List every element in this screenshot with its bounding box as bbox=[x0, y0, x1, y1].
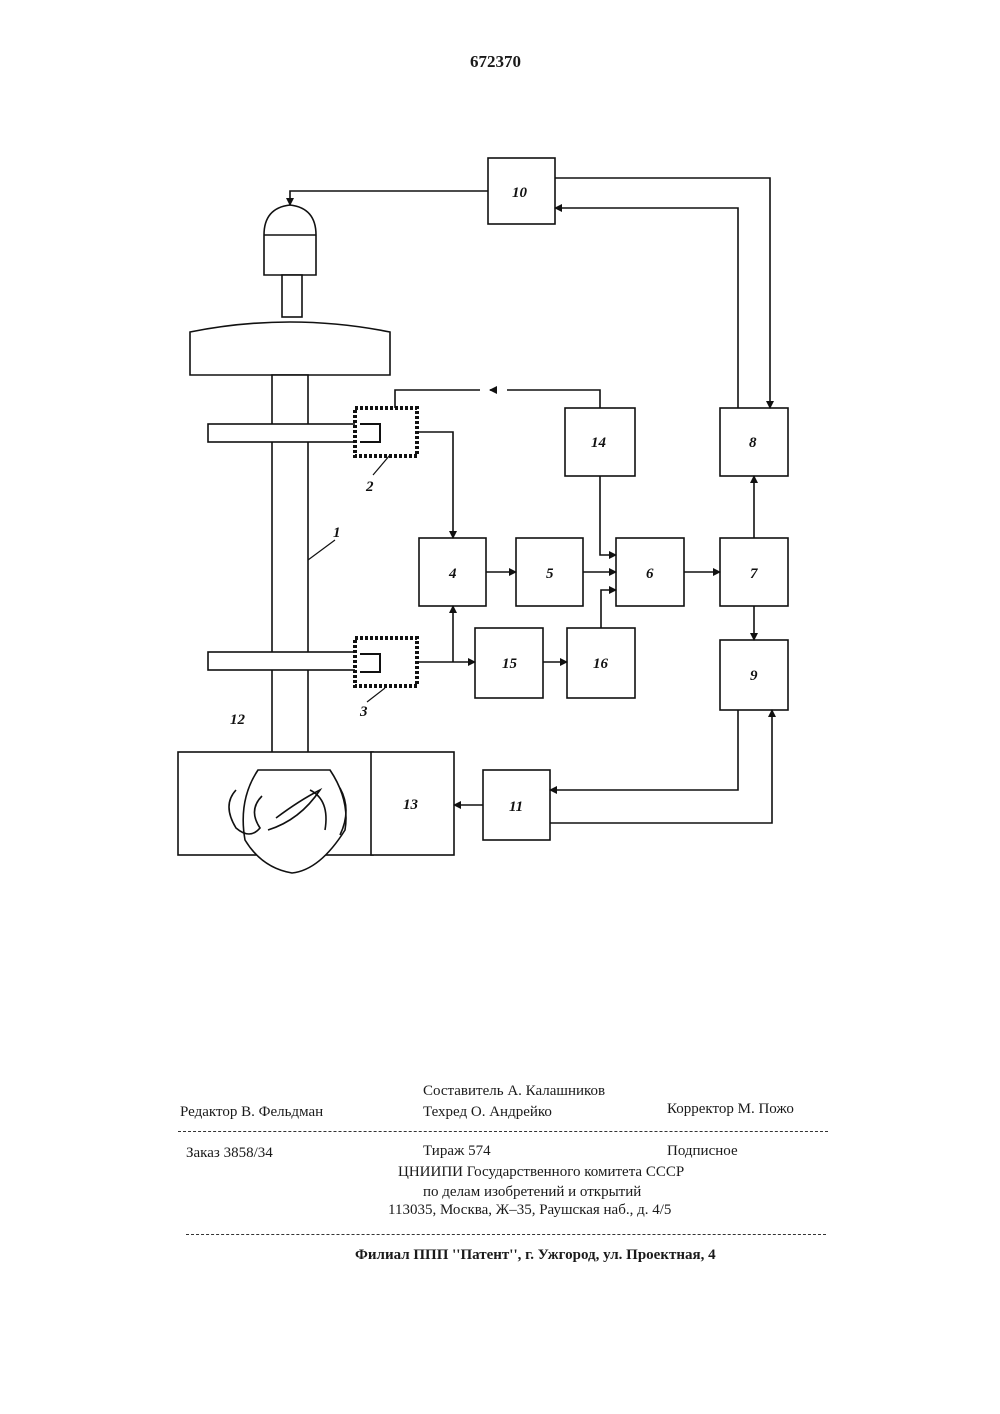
org-line-2: по делам изобретений и открытий bbox=[423, 1184, 641, 1201]
divider-bottom bbox=[186, 1234, 826, 1235]
label-5: 5 bbox=[546, 566, 554, 582]
sensor-2 bbox=[355, 408, 417, 456]
sensor-3 bbox=[355, 638, 417, 686]
circulation: Тираж 574 bbox=[423, 1143, 491, 1160]
order: Заказ 3858/34 bbox=[186, 1145, 273, 1162]
label-13: 13 bbox=[403, 797, 419, 813]
label-6: 6 bbox=[646, 566, 654, 582]
label-4: 4 bbox=[448, 566, 457, 582]
block-diagram: 10 14 8 4 5 6 7 15 16 9 11 13 12 1 2 3 bbox=[0, 0, 1000, 900]
label-15: 15 bbox=[502, 656, 518, 672]
flywheel bbox=[190, 322, 390, 375]
divider-top bbox=[178, 1131, 828, 1132]
techred: Техред О. Андрейко bbox=[423, 1104, 552, 1121]
label-8: 8 bbox=[749, 435, 757, 451]
label-9: 9 bbox=[750, 668, 758, 684]
org-line-1: ЦНИИПИ Государственного комитета СССР bbox=[398, 1164, 684, 1181]
branch: Филиал ППП ''Патент'', г. Ужгород, ул. П… bbox=[355, 1247, 716, 1264]
arm-top bbox=[208, 424, 358, 442]
corrector: Корректор М. Пожо bbox=[667, 1101, 794, 1118]
label-2: 2 bbox=[365, 479, 374, 495]
label-16: 16 bbox=[593, 656, 609, 672]
label-11: 11 bbox=[509, 799, 523, 815]
editor: Редактор В. Фельдман bbox=[180, 1104, 323, 1121]
label-14: 14 bbox=[591, 435, 607, 451]
subscription: Подписное bbox=[667, 1143, 738, 1160]
motor-stem bbox=[282, 275, 302, 317]
label-1: 1 bbox=[333, 525, 341, 541]
org-line-3: 113035, Москва, Ж–35, Раушская наб., д. … bbox=[388, 1202, 671, 1219]
drill-bit bbox=[243, 770, 346, 873]
label-12: 12 bbox=[230, 712, 246, 728]
label-7: 7 bbox=[750, 566, 758, 582]
compiler: Составитель А. Калашников bbox=[423, 1083, 605, 1100]
arm-bottom bbox=[208, 652, 358, 670]
label-3: 3 bbox=[359, 704, 368, 720]
label-10: 10 bbox=[512, 185, 528, 201]
motor-dome bbox=[264, 205, 316, 275]
